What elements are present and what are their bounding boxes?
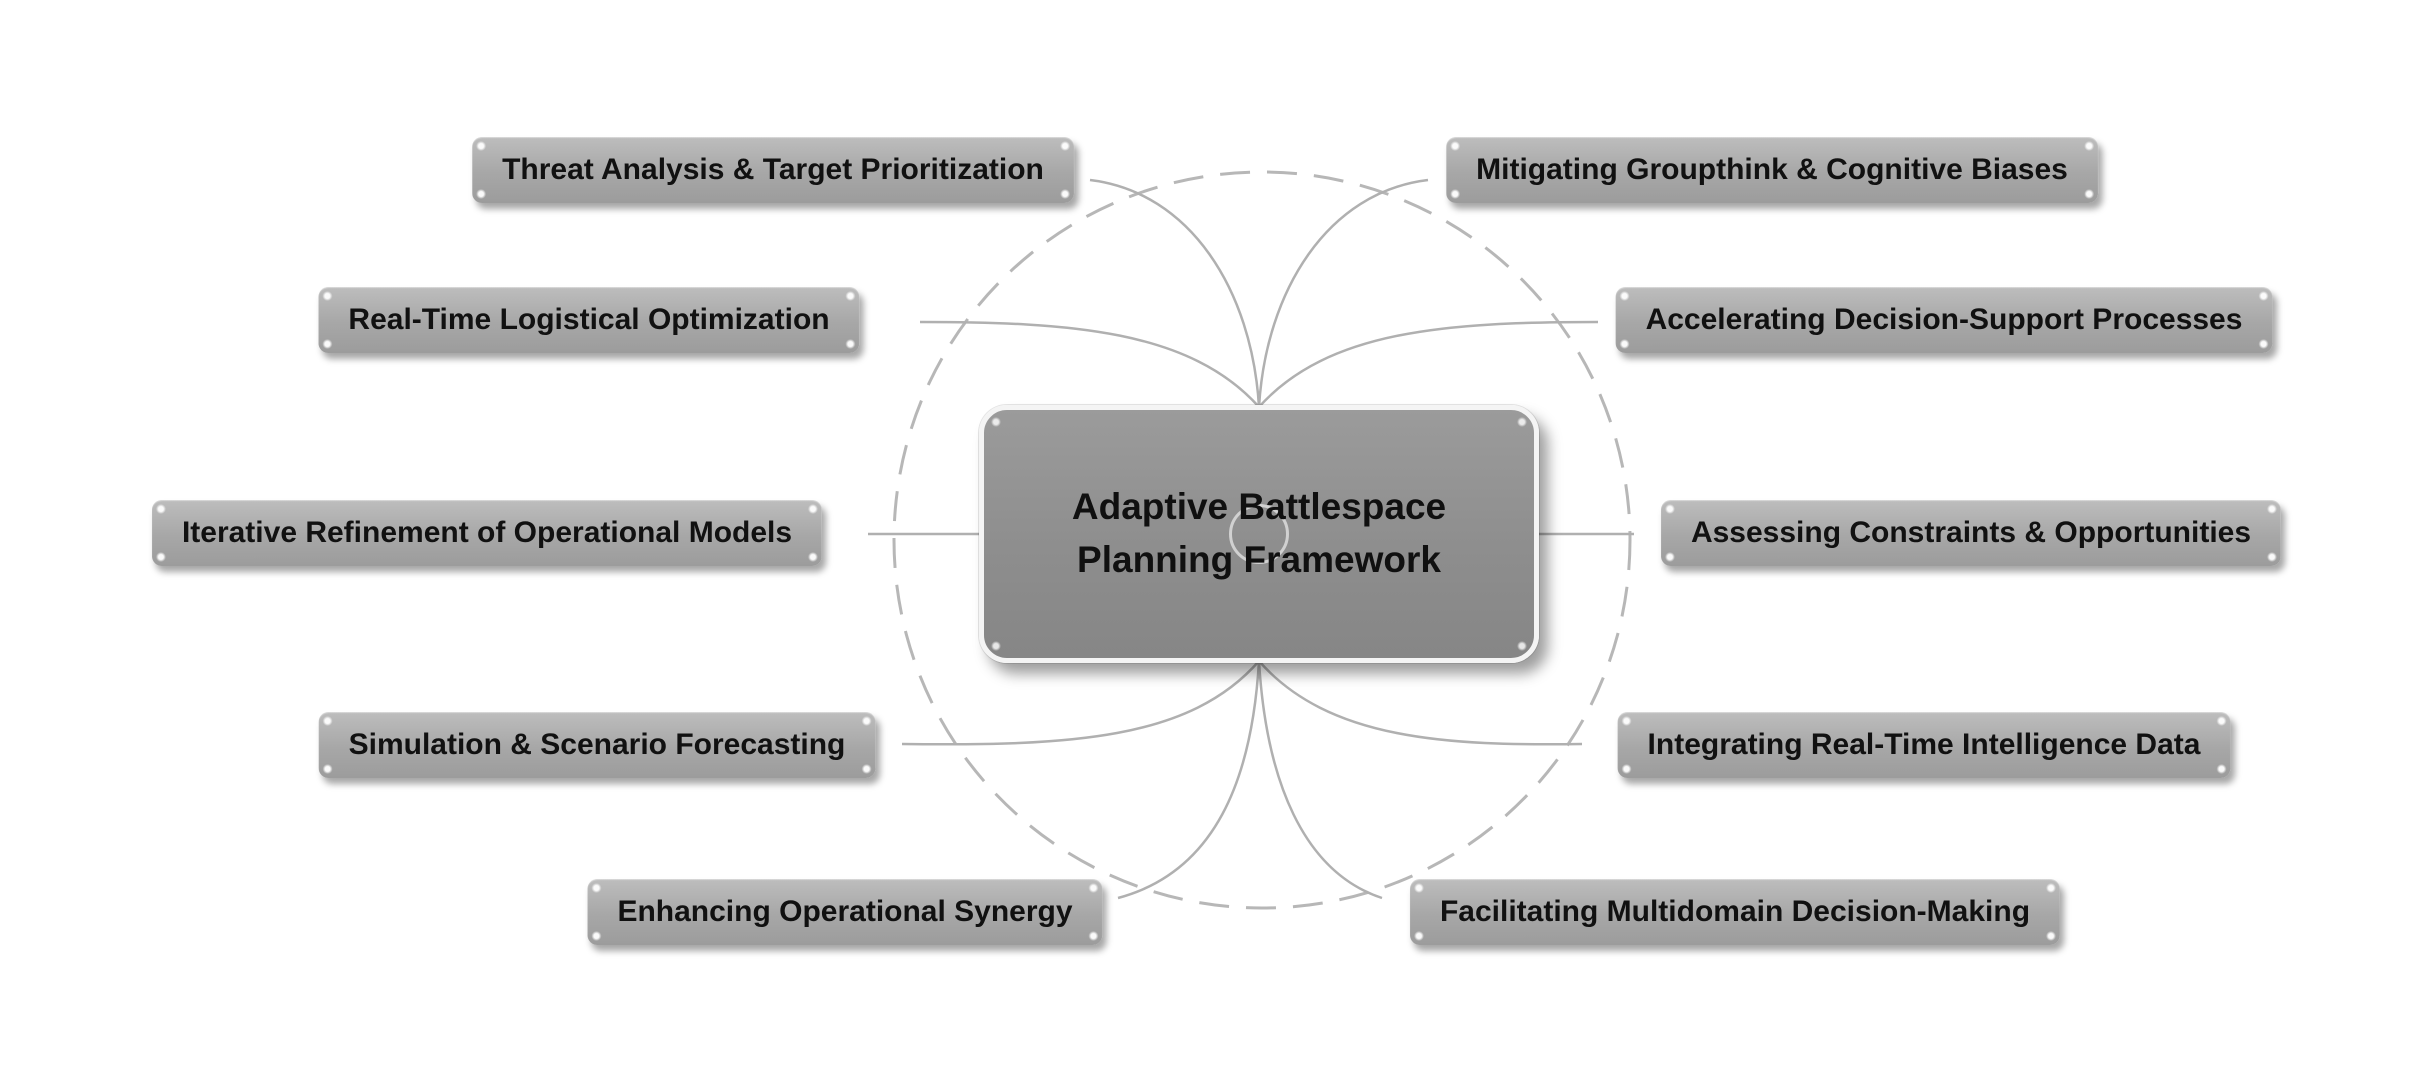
connector-mitigating-groupthink bbox=[1257, 178, 1429, 408]
center-node[interactable]: Adaptive Battlespace Planning Framework bbox=[979, 405, 1539, 663]
node-label: Iterative Refinement of Operational Mode… bbox=[181, 516, 793, 549]
node-label: Accelerating Decision-Support Processes bbox=[1645, 303, 2243, 336]
node-mitigating-groupthink-cognitive-biases[interactable]: Mitigating Groupthink & Cognitive Biases bbox=[1446, 137, 2098, 203]
connector-simulation-scenario bbox=[901, 660, 1260, 746]
node-label: Simulation & Scenario Forecasting bbox=[348, 728, 846, 761]
node-threat-analysis-target-prioritization[interactable]: Threat Analysis & Target Prioritization bbox=[472, 137, 1074, 203]
node-accelerating-decision-support-processes[interactable]: Accelerating Decision-Support Processes bbox=[1616, 287, 2273, 353]
orbit-dashed-circle bbox=[892, 170, 1632, 910]
node-label: Real-Time Logistical Optimization bbox=[348, 303, 830, 336]
node-label: Enhancing Operational Synergy bbox=[617, 895, 1073, 928]
node-facilitating-multidomain-decision-making[interactable]: Facilitating Multidomain Decision-Making bbox=[1410, 879, 2060, 945]
node-label: Integrating Real-Time Intelligence Data bbox=[1647, 728, 2201, 761]
node-assessing-constraints-opportunities[interactable]: Assessing Constraints & Opportunities bbox=[1661, 500, 2281, 566]
connector-enhancing-synergy bbox=[1117, 660, 1261, 900]
connector-real-time-logistical bbox=[919, 320, 1260, 408]
node-label: Mitigating Groupthink & Cognitive Biases bbox=[1476, 153, 2068, 186]
node-integrating-real-time-intelligence-data[interactable]: Integrating Real-Time Intelligence Data bbox=[1618, 712, 2231, 778]
node-simulation-scenario-forecasting[interactable]: Simulation & Scenario Forecasting bbox=[319, 712, 876, 778]
connector-facilitating-multidomain bbox=[1257, 660, 1383, 900]
node-enhancing-operational-synergy[interactable]: Enhancing Operational Synergy bbox=[587, 879, 1102, 945]
node-label: Assessing Constraints & Opportunities bbox=[1690, 516, 2252, 549]
connector-threat-analysis bbox=[1089, 178, 1261, 408]
center-ring-icon bbox=[1229, 504, 1289, 564]
node-label: Facilitating Multidomain Decision-Making bbox=[1439, 895, 2031, 928]
node-label: Threat Analysis & Target Prioritization bbox=[502, 153, 1044, 186]
connector-integrating-intelligence bbox=[1258, 660, 1583, 746]
node-iterative-refinement-of-operational-models[interactable]: Iterative Refinement of Operational Mode… bbox=[152, 500, 822, 566]
connector-accelerating-decision bbox=[1258, 320, 1599, 408]
center-node-label: Adaptive Battlespace Planning Framework bbox=[1071, 486, 1447, 580]
node-real-time-logistical-optimization[interactable]: Real-Time Logistical Optimization bbox=[318, 287, 859, 353]
